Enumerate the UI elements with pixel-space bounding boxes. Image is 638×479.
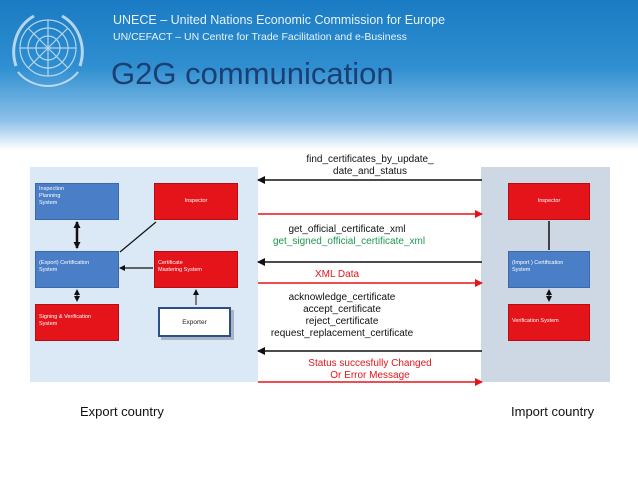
signing-verification-line-2: System	[39, 321, 58, 327]
import-certification-line-2: System	[512, 267, 531, 273]
certificate-mastering-line-2: Mastering System	[158, 267, 203, 273]
inspection-planning-system-box: Inspection Planning System	[35, 183, 119, 220]
import-inspector-box: Inspector	[508, 183, 590, 220]
export-inspector-box: Inspector	[154, 183, 238, 220]
message-accept-certificate: accept_certificate	[303, 304, 381, 315]
message-status: Status succesfully Changed Or Error Mess…	[262, 358, 478, 382]
message-request-replacement-certificate: request_replacement_certificate	[270, 328, 414, 339]
inspection-planning-line-2: Planning	[39, 193, 61, 199]
message-reject-certificate: reject_certificate	[305, 316, 379, 327]
export-inspector-label: Inspector	[184, 198, 208, 204]
export-certification-system-box: (Export) Certification System	[35, 251, 119, 288]
message-find-certificates-line-2: date_and_status	[333, 166, 407, 177]
exporter-label: Exporter	[182, 318, 207, 326]
import-country-label: Import country	[511, 404, 595, 419]
message-acknowledge-certificate: acknowledge_certificate	[288, 292, 396, 303]
message-find-certificates-line-1: find_certificates_by_update_	[306, 154, 434, 165]
message-get-official-certificate: get_official_certificate_xml	[288, 224, 406, 235]
org-line-1: UNECE – United Nations Economic Commissi…	[113, 13, 446, 27]
certification-inspector-link	[119, 221, 157, 253]
page-title: G2G communication	[111, 56, 394, 91]
export-country-label: Export country	[80, 404, 164, 419]
import-certification-line-1: (Import ) Certification	[512, 260, 564, 266]
export-certification-line-2: System	[39, 267, 58, 273]
inspection-planning-line-1: Inspection	[39, 186, 65, 192]
signing-verification-system-box: Signing & Verification System	[35, 304, 119, 341]
exporter-box: Exporter	[158, 307, 231, 337]
org-line-2: UN/CEFACT – UN Centre for Trade Facilita…	[113, 31, 407, 43]
message-status-line-2: Or Error Message	[330, 370, 410, 381]
inspection-planning-line-3: System	[39, 200, 58, 206]
certificate-mastering-line-1: Certificate	[158, 260, 183, 266]
message-xml-data: XML Data	[314, 269, 360, 280]
header-banner: UNECE – United Nations Economic Commissi…	[0, 0, 638, 150]
signing-verification-line-1: Signing & Verification	[39, 314, 91, 320]
certificate-mastering-system-box: Certificate Mastering System	[154, 251, 238, 288]
verification-system-label: Verification System	[512, 318, 559, 324]
verification-system-box: Verification System	[508, 304, 590, 341]
export-certification-line-1: (Export) Certification	[39, 260, 90, 266]
import-inspector-label: Inspector	[537, 198, 561, 204]
un-emblem-icon	[12, 14, 84, 88]
message-status-line-1: Status succesfully Changed	[308, 358, 432, 369]
import-certification-system-box: (Import ) Certification System	[508, 251, 590, 288]
message-get-signed-certificate: get_signed_official_certificate_xml	[272, 236, 426, 247]
message-certificate-operations: acknowledge_certificate accept_certifica…	[256, 292, 428, 340]
message-find-certificates: find_certificates_by_update_ date_and_st…	[262, 154, 478, 178]
